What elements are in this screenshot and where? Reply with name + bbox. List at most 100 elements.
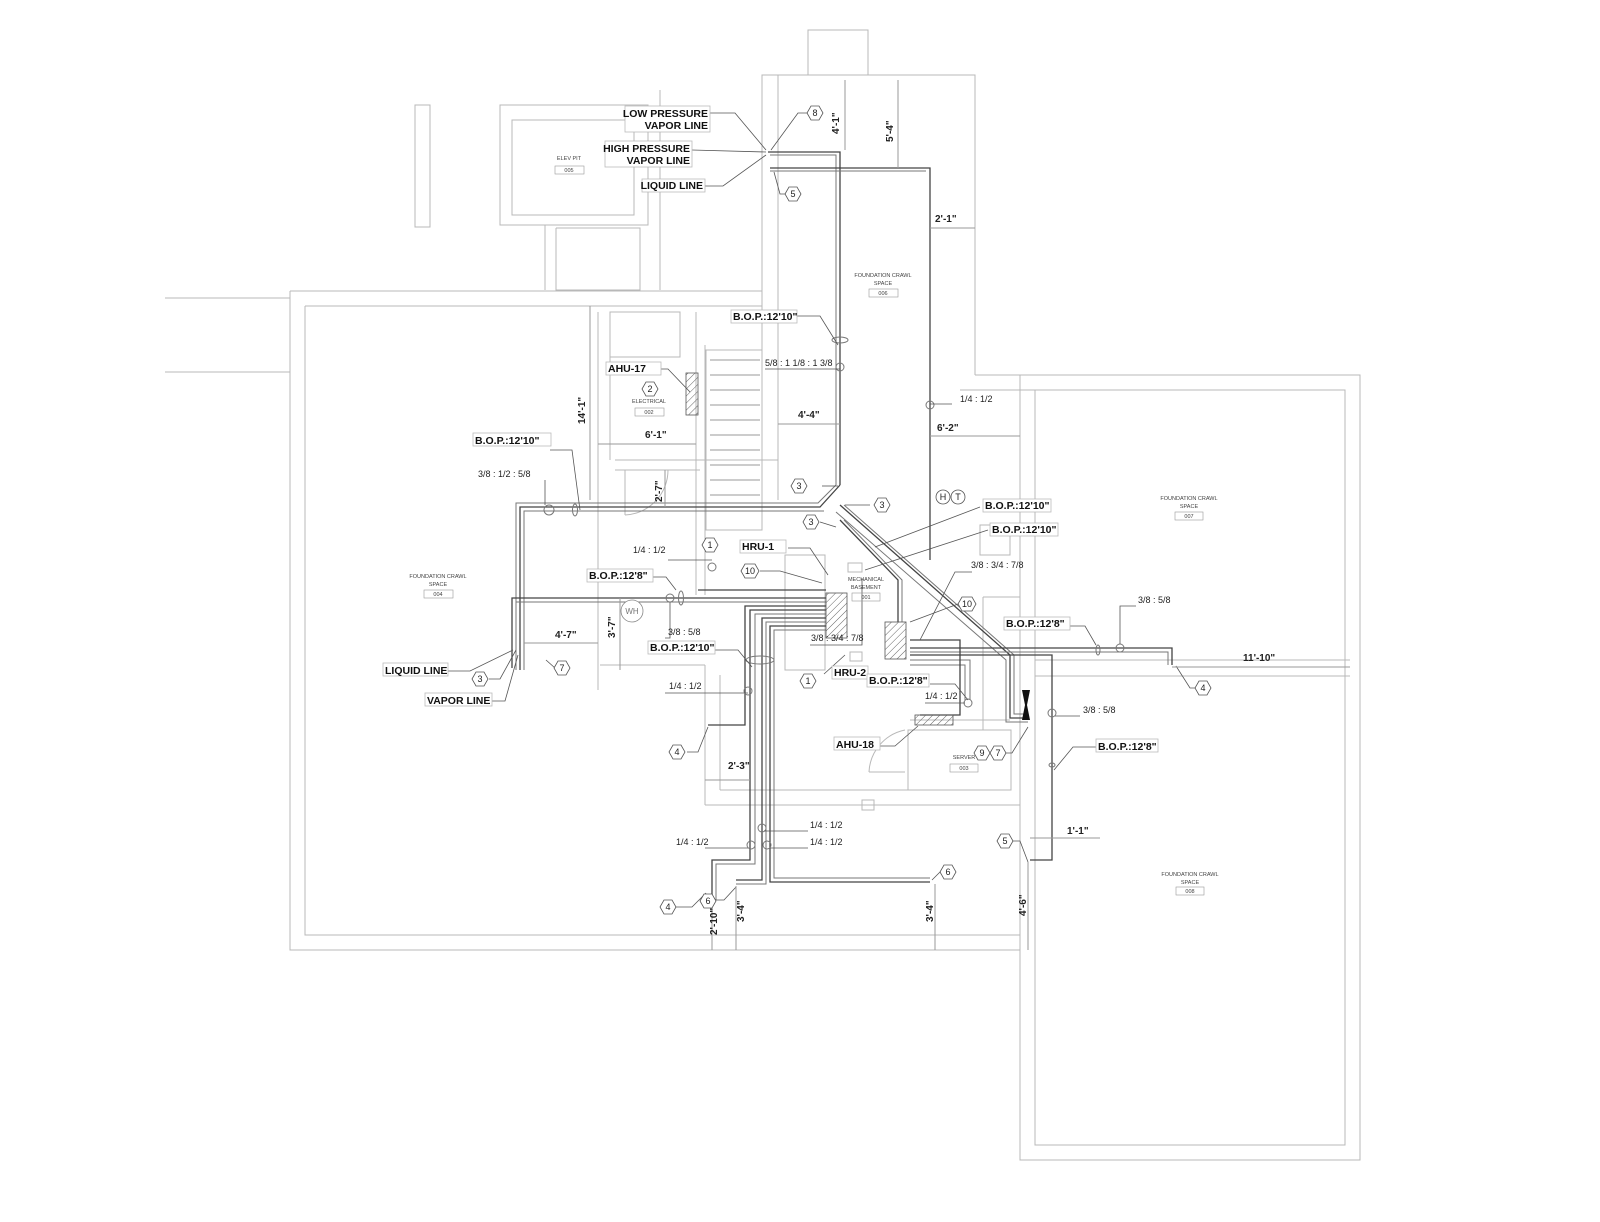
svg-text:006: 006 (878, 291, 887, 297)
room-elev-pit: ELEV PIT 005 (554, 156, 585, 175)
water-heater-label: WH (625, 607, 639, 616)
keynote-circle: T (955, 492, 961, 502)
svg-text:FOUNDATION CRAWL: FOUNDATION CRAWL (409, 574, 466, 580)
room-server: SERVER 003 (949, 755, 979, 773)
hru-1-tag: HRU-1 (742, 541, 774, 553)
pipe-size-label: 3/8 : 3/4 : 7/8 (971, 560, 1024, 570)
svg-text:003: 003 (959, 766, 968, 772)
dimension-label: 1'-1" (1067, 826, 1089, 837)
low-pressure-vapor-tag-line2: VAPOR LINE (645, 120, 708, 132)
dimension-labels: 4'-1" 5'-4" 2'-1" 14'-1" 4'-4" 6'-1" 6'-… (555, 112, 1275, 935)
room-labels: ELEV PIT 005 FOUNDATION CRAWL SPACE 006 … (409, 156, 1219, 896)
keynote-hexagon: 10 (745, 566, 755, 576)
hru-2-tag: HRU-2 (834, 667, 866, 679)
svg-text:SPACE: SPACE (874, 281, 893, 287)
dimension-label: 2'-3" (728, 761, 750, 772)
vapor-line-tag-left: VAPOR LINE (427, 695, 490, 707)
room-mechanical-basement: MECHANICAL BASEMENT 001 (848, 577, 884, 602)
keynote-hexagon: 7 (559, 663, 564, 673)
pipe-size-labels: 5/8 : 1 1/8 : 1 3/8 1/4 : 1/2 3/8 : 1/2 … (478, 358, 1171, 847)
keynote-hexagon: 8 (812, 108, 817, 118)
pipe-size-label: 1/4 : 1/2 (633, 545, 666, 555)
pipe-size-label: 3/8 : 3/4 : 7/8 (811, 633, 864, 643)
equipment: WH (620, 372, 954, 726)
keynote-hexagon: 3 (796, 481, 801, 491)
liquid-line-tag-top: LIQUID LINE (641, 180, 703, 192)
bop-tag: B.O.P.:12'10" (992, 524, 1057, 536)
dimension-label: 3'-7" (607, 616, 618, 638)
svg-text:008: 008 (1185, 889, 1194, 895)
keynote-hexagon: 4 (1200, 683, 1205, 693)
keynote-hexagon: 6 (945, 867, 950, 877)
keynote-hexagon: 2 (647, 384, 652, 394)
pipe-size-label: 1/4 : 1/2 (676, 837, 709, 847)
keynote-hexagon: 3 (879, 500, 884, 510)
dimension-label: 11'-10" (1243, 653, 1275, 664)
ahu-18-unit (914, 714, 954, 726)
keynote-hexagon: 1 (707, 540, 712, 550)
equipment-tags: LOW PRESSURE VAPOR LINE HIGH PRESSURE VA… (382, 105, 1159, 753)
bop-tag: B.O.P.:12'8" (1098, 741, 1157, 753)
pipe-size-label: 1/4 : 1/2 (960, 394, 993, 404)
keynote-hexagon: 4 (674, 747, 679, 757)
keynote-hexagon: 5 (790, 189, 795, 199)
pipe-size-label: 3/8 : 1/2 : 5/8 (478, 469, 531, 479)
dimension-label: 6'-1" (645, 430, 667, 441)
dimension-label: 2'-1" (935, 214, 957, 225)
refrigerant-piping (511, 151, 1173, 900)
pipe-size-label: 1/4 : 1/2 (669, 681, 702, 691)
svg-text:SPACE: SPACE (429, 582, 448, 588)
dimension-label: 6'-2" (937, 423, 959, 434)
room-crawl-space-006: FOUNDATION CRAWL SPACE 006 (854, 273, 912, 298)
svg-text:002: 002 (644, 410, 653, 416)
svg-text:SPACE: SPACE (1180, 504, 1199, 510)
walls (165, 29, 1361, 1161)
bop-tag: B.O.P.:12'8" (1006, 618, 1065, 630)
pipe-size-label: 3/8 : 5/8 (668, 627, 701, 637)
keynote-hexagon: 6 (705, 896, 710, 906)
room-crawl-space-007: FOUNDATION CRAWL SPACE 007 (1160, 496, 1218, 521)
pipe-size-label: 3/8 : 5/8 (1138, 595, 1171, 605)
dimension-label: 5'-4" (885, 120, 896, 142)
dimension-label: 3'-4" (925, 900, 936, 922)
keynote-hexagon: 4 (665, 902, 670, 912)
svg-text:SERVER: SERVER (953, 755, 976, 761)
svg-text:SPACE: SPACE (1181, 880, 1200, 886)
dimension-lines (524, 80, 1350, 950)
dimension-label: 3'-4" (736, 900, 747, 922)
bop-tag: B.O.P.:12'8" (589, 570, 648, 582)
water-heater-symbol (620, 599, 644, 623)
dimension-label: 2'-10" (709, 908, 720, 935)
svg-text:FOUNDATION CRAWL: FOUNDATION CRAWL (1161, 872, 1218, 878)
ahu-17-unit (685, 372, 699, 416)
dimension-label: 2'-7" (654, 480, 665, 502)
keynote-hexagon: 1 (805, 676, 810, 686)
pipe-size-label: 1/4 : 1/2 (810, 837, 843, 847)
dimension-label: 4'-4" (798, 410, 820, 421)
keynote-circle: H (940, 492, 947, 502)
svg-text:FOUNDATION CRAWL: FOUNDATION CRAWL (854, 273, 911, 279)
keynote-hexagon: 9 (979, 748, 984, 758)
keynote-hexagon: 5 (1002, 836, 1007, 846)
svg-text:007: 007 (1184, 514, 1193, 520)
bop-tag: B.O.P.:12'10" (650, 642, 715, 654)
hru-1-unit (825, 592, 848, 639)
room-crawl-space-004: FOUNDATION CRAWL SPACE 004 (409, 574, 467, 599)
keynote-hexagon: 7 (995, 748, 1000, 758)
leader-lines (448, 112, 1197, 908)
keynotes: 8 5 2 3 3 3 1 10 H T 10 3 7 1 4 4 9 7 5 … (471, 105, 1212, 915)
pipe-size-label: 3/8 : 5/8 (1083, 705, 1116, 715)
hru-2-unit (884, 621, 907, 660)
bop-tag: B.O.P.:12'10" (985, 500, 1050, 512)
dimension-label: 4'-7" (555, 630, 577, 641)
keynote-hexagon: 3 (477, 674, 482, 684)
ahu-17-tag: AHU-17 (608, 363, 646, 375)
room-electrical: ELECTRICAL 002 (632, 399, 666, 417)
svg-text:001: 001 (861, 595, 870, 601)
dimension-label: 4'-6" (1018, 894, 1029, 916)
pipe-size-label: 1/4 : 1/2 (810, 820, 843, 830)
bop-tag: B.O.P.:12'10" (475, 435, 540, 447)
high-pressure-vapor-tag-line2: VAPOR LINE (627, 155, 690, 167)
high-pressure-vapor-tag: HIGH PRESSURE (603, 143, 690, 155)
